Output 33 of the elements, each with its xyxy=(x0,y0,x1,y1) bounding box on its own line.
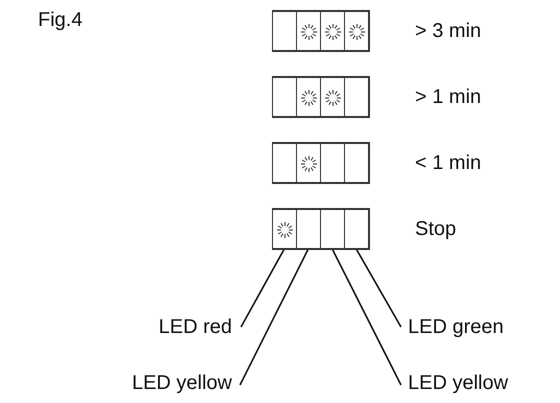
time-label: > 3 min xyxy=(415,19,482,43)
led-row-box xyxy=(272,142,370,184)
leader-line xyxy=(356,248,402,328)
led-cell xyxy=(272,77,297,117)
led-cell xyxy=(296,11,321,51)
led-row-box xyxy=(272,10,370,52)
time-label: Stop xyxy=(415,217,456,241)
led-cell xyxy=(344,209,369,249)
time-label: > 1 min xyxy=(415,85,482,109)
led-label: LED green xyxy=(408,315,504,339)
led-cell xyxy=(320,11,345,51)
led-cell xyxy=(320,77,345,117)
led-label: LED yellow xyxy=(408,371,508,395)
led-cell xyxy=(296,209,321,249)
leader-line xyxy=(240,248,285,328)
led-label: LED yellow xyxy=(132,371,232,395)
led-cell xyxy=(344,11,369,51)
led-cell xyxy=(272,11,297,51)
led-row-box xyxy=(272,76,370,118)
led-cell xyxy=(320,209,345,249)
led-cell xyxy=(272,209,297,249)
figure-label: Fig.4 xyxy=(38,8,82,32)
led-cell xyxy=(344,143,369,183)
leader-line xyxy=(239,248,309,386)
led-row-box xyxy=(272,208,370,250)
led-cell xyxy=(320,143,345,183)
led-cell xyxy=(296,143,321,183)
led-cell xyxy=(272,143,297,183)
led-cell xyxy=(296,77,321,117)
leader-line xyxy=(332,248,402,386)
time-label: < 1 min xyxy=(415,151,482,175)
led-label: LED red xyxy=(158,315,232,339)
led-cell xyxy=(344,77,369,117)
